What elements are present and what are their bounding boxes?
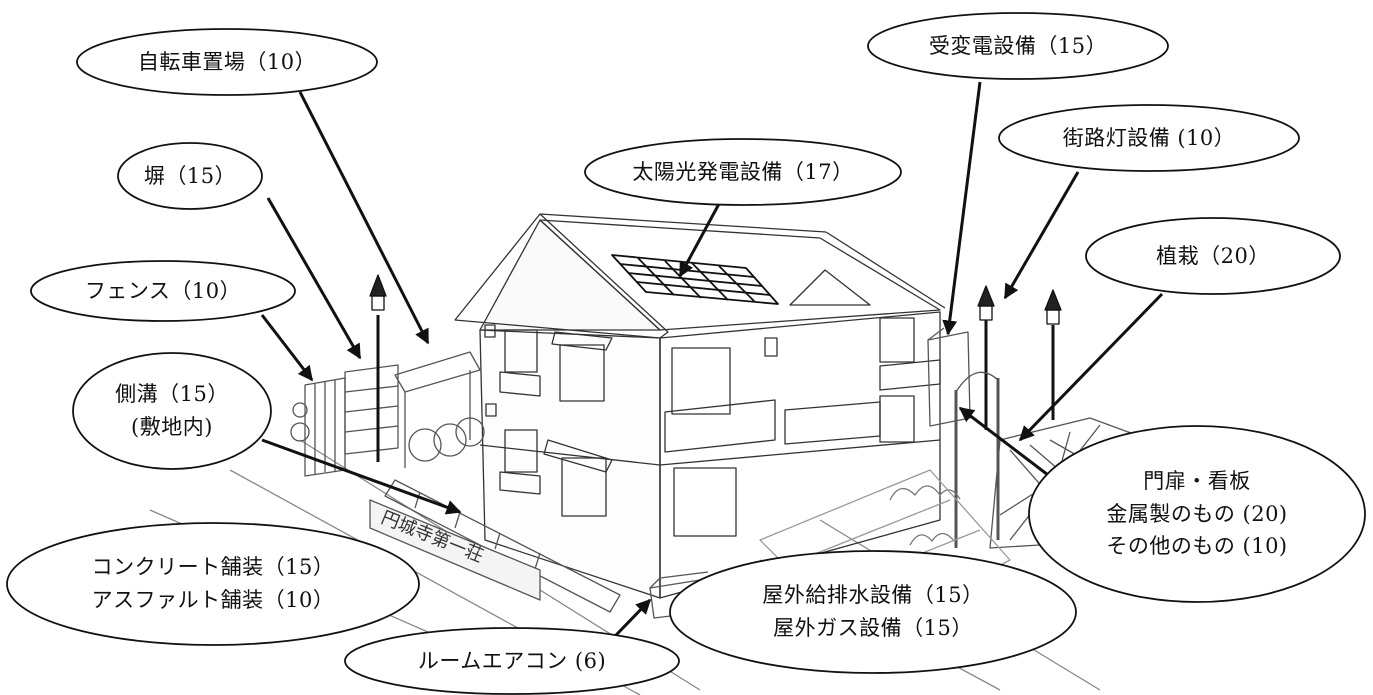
leader-street-light xyxy=(1003,171,1080,300)
leader-side-ditch xyxy=(261,438,462,515)
callout-gate-shape xyxy=(1028,425,1366,603)
solar-panel xyxy=(611,254,779,305)
callout-street-light-shape xyxy=(998,104,1300,172)
shrubs xyxy=(889,485,961,546)
leader-substation xyxy=(942,81,982,336)
callout-outdoor-plumbing-shape xyxy=(669,550,1077,674)
callout-planting-shape xyxy=(1085,217,1341,295)
callout-room-aircon-shape xyxy=(344,627,680,695)
leader-fence-wall xyxy=(266,197,362,360)
house xyxy=(454,213,946,599)
leader-solar-power xyxy=(678,201,722,278)
callout-substation-shape xyxy=(867,12,1169,80)
callout-fence-shape xyxy=(30,260,296,322)
side-ditch xyxy=(384,479,621,613)
fence-left xyxy=(290,377,346,477)
callout-ellipses xyxy=(6,12,1366,695)
callout-solar-power-shape xyxy=(584,138,902,206)
block-wall xyxy=(344,364,399,455)
gate xyxy=(954,371,1000,548)
bicycle-shelter xyxy=(394,351,485,468)
leader-gate xyxy=(958,406,1053,480)
street-lamp-right-1 xyxy=(977,285,995,430)
leader-bicycle-parking xyxy=(298,91,430,345)
leader-planting xyxy=(1018,292,1164,442)
street-lamp-left xyxy=(369,274,387,462)
leader-fence xyxy=(260,314,314,382)
callout-paving-shape xyxy=(6,522,420,646)
callout-fence-wall-shape xyxy=(117,142,263,210)
callout-side-ditch-shape xyxy=(72,352,272,470)
leader-lines xyxy=(260,81,1164,664)
callout-bicycle-parking-shape xyxy=(76,28,378,96)
